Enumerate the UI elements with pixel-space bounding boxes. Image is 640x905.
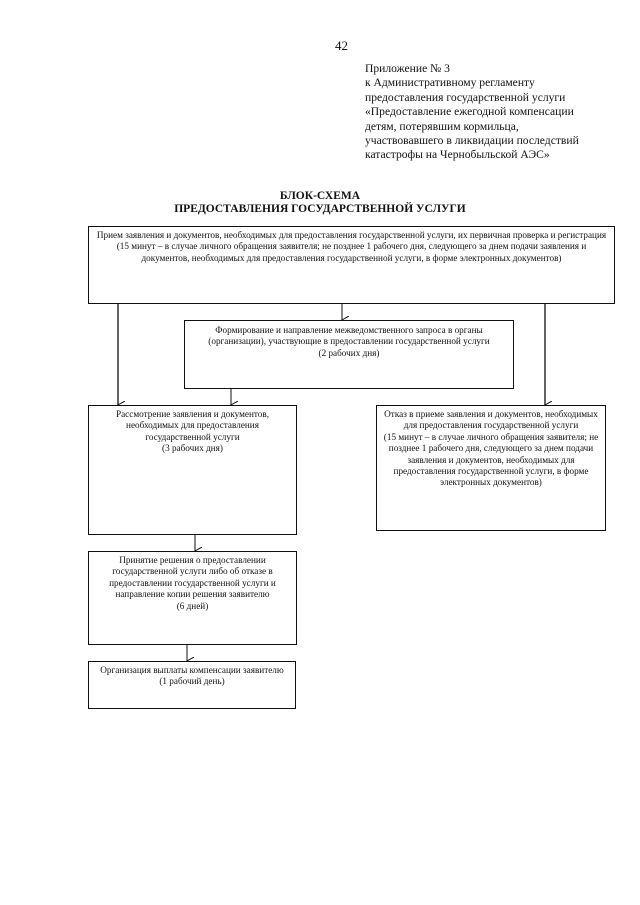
box-text: Рассмотрение заявления и документов, нео…	[115, 409, 270, 442]
box-payment: Организация выплаты компенсации заявител…	[88, 661, 296, 709]
box-duration: (3 рабочих дня)	[162, 443, 223, 454]
box-duration: (1 рабочий день)	[159, 676, 225, 687]
annex-line: предоставления государственной услуги	[365, 90, 566, 104]
box-interagency-request: Формирование и направление межведомствен…	[184, 320, 514, 389]
box-reception: Прием заявления и документов, необходимы…	[88, 226, 615, 304]
box-review: Рассмотрение заявления и документов, нео…	[88, 405, 297, 535]
box-duration: (2 рабочих дня)	[318, 347, 380, 358]
box-duration: (15 минут – в случае личного обращения з…	[116, 241, 587, 263]
box-duration: (6 дней)	[176, 600, 209, 611]
annex-line: детям, потерявшим кормильца,	[365, 119, 519, 133]
box-text: Прием заявления и документов, необходимы…	[96, 230, 607, 240]
annex-line: участвовавшего в ликвидации последствий	[365, 134, 579, 148]
page-number: 42	[335, 38, 348, 53]
annex-line: «Предоставление ежегодной компенсации	[365, 105, 574, 119]
annex-line: Приложение № 3	[365, 62, 450, 75]
flowchart-title: БЛОК-СХЕМА	[279, 190, 361, 202]
box-text: Принятие решения о предоставлении госуда…	[109, 555, 276, 600]
box-text: Организация выплаты компенсации заявител…	[100, 665, 284, 675]
box-refusal: Отказ в приеме заявления и документов, н…	[376, 405, 606, 531]
flowchart-subtitle: ПРЕДОСТАВЛЕНИЯ ГОСУДАРСТВЕННОЙ УСЛУГИ	[174, 203, 466, 215]
annex-header: Приложение № 3 к Административному регла…	[365, 62, 627, 163]
annex-line: катастрофы на Чернобыльской АЭС»	[365, 148, 550, 162]
box-text: Формирование и направление межведомствен…	[208, 325, 490, 347]
annex-line: к Административному регламенту	[365, 76, 535, 90]
box-decision: Принятие решения о предоставлении госуда…	[88, 551, 297, 645]
box-duration: (15 минут – в случае личного обращения з…	[383, 431, 599, 488]
box-text: Отказ в приеме заявления и документов, н…	[384, 409, 598, 431]
